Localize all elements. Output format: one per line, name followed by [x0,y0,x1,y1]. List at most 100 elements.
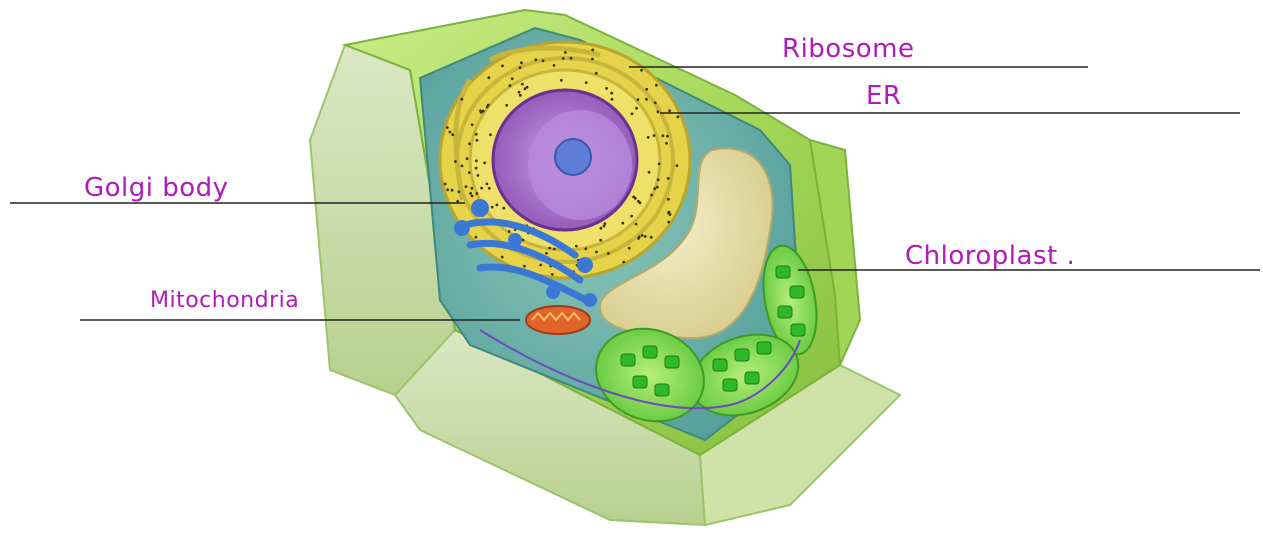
granum [655,384,669,396]
ribosome-dot [468,142,471,145]
ribosome-dot [489,133,492,136]
ribosome-dot [657,179,660,182]
ribosome-dot [444,183,447,186]
ribosome-dot [451,189,454,192]
ribosome-dot [599,239,602,242]
ribosome-dot [648,171,651,174]
ribosome-dot [551,273,554,276]
ribosome-dot [641,234,644,237]
ribosome-dot [628,247,631,250]
ribosome-dot [644,235,647,238]
ribosome-dot [480,187,483,190]
ribosome-dot [523,265,526,268]
ribosome-dot [553,64,556,67]
ribosome-dot [604,222,607,225]
granum [665,356,679,368]
ribosome-dot [488,187,491,190]
ribosome-dot [570,57,573,60]
ribosome-dot [676,164,679,167]
ribosome-dot [658,163,661,166]
ribosome-dot [456,200,459,203]
ribosome-dot [653,187,656,190]
ribosome-dot [647,136,650,139]
ribosome-dot [502,207,505,210]
ribosome-dot [611,98,614,101]
ribosome-dot [656,186,659,189]
ribosome-dot [486,106,489,109]
ribosome-dot [501,256,504,259]
ribosome-dot [477,174,480,177]
ribosome-dot [667,177,670,180]
ribosome-dot [667,221,670,224]
ribosome-dot [668,109,671,112]
label-mitochondria: Mitochondria [150,290,299,312]
ribosome-dot [519,66,522,69]
ribosome-dot [605,87,608,90]
ribosome-dot [607,252,610,255]
ribosome-dot [638,236,641,239]
ribosome-dot [645,88,648,91]
granum [757,342,771,354]
ribosome-dot [666,135,669,138]
ribosome-dot [511,77,514,80]
mitochondrion [526,306,590,334]
ribosome-dot [650,236,653,239]
ribosome-dot [521,83,524,86]
nucleus [493,90,637,230]
ribosome-dot [475,167,478,170]
ribosome-dot [526,86,529,89]
label-golgi-body: Golgi body [84,175,229,201]
granum [791,324,805,336]
granum [790,286,804,298]
ribosome-dot [610,92,613,95]
ribosome-dot [630,215,633,218]
granum [778,306,792,318]
ribosome-dot [468,171,471,174]
ribosome-dot [475,133,478,136]
ribosome-dot [471,195,474,198]
ribosome-dot [585,81,588,84]
ribosome-dot [640,69,643,72]
granum [633,376,647,388]
ribosome-dot [501,65,504,68]
ribosome-dot [509,84,512,87]
ribosome-dot [575,245,578,248]
ribosome-dot [535,58,538,61]
ribosome-dot [505,104,508,107]
ribosome-dot [584,247,587,250]
ribosome-dot [460,98,463,101]
granum [735,349,749,361]
ribosome-dot [639,201,642,204]
ribosome-dot [542,59,545,62]
ribosome-dot [451,133,454,136]
ribosome-dot [476,139,479,142]
granum [723,379,737,391]
ribosome-dot [465,185,468,188]
ribosome-dot [520,61,523,64]
ribosome-dot [471,123,474,126]
ribosome-dot [487,76,490,79]
ribosome-dot [635,223,638,226]
ribosome-dot [486,183,489,186]
label-chloroplast: Chloroplast . [905,243,1075,269]
granum [713,359,727,371]
ribosome-dot [564,51,567,54]
granum [745,372,759,384]
label-er: ER [866,83,902,109]
ribosome-dot [471,187,474,190]
ribosome-dot [622,261,625,264]
ribosome-dot [553,248,556,251]
ribosome-dot [446,126,449,129]
ribosome-dot [665,142,668,145]
label-ribosome: Ribosome [782,36,914,62]
ribosome-dot [667,198,670,201]
ribosome-dot [519,94,522,97]
ribosome-dot [662,134,665,137]
ribosome-dot [621,222,624,225]
granum [621,354,635,366]
ribosome-dot [631,113,634,116]
ribosome-dot [645,98,648,101]
nucleolus [555,139,591,175]
ribosome-dot [454,160,457,163]
